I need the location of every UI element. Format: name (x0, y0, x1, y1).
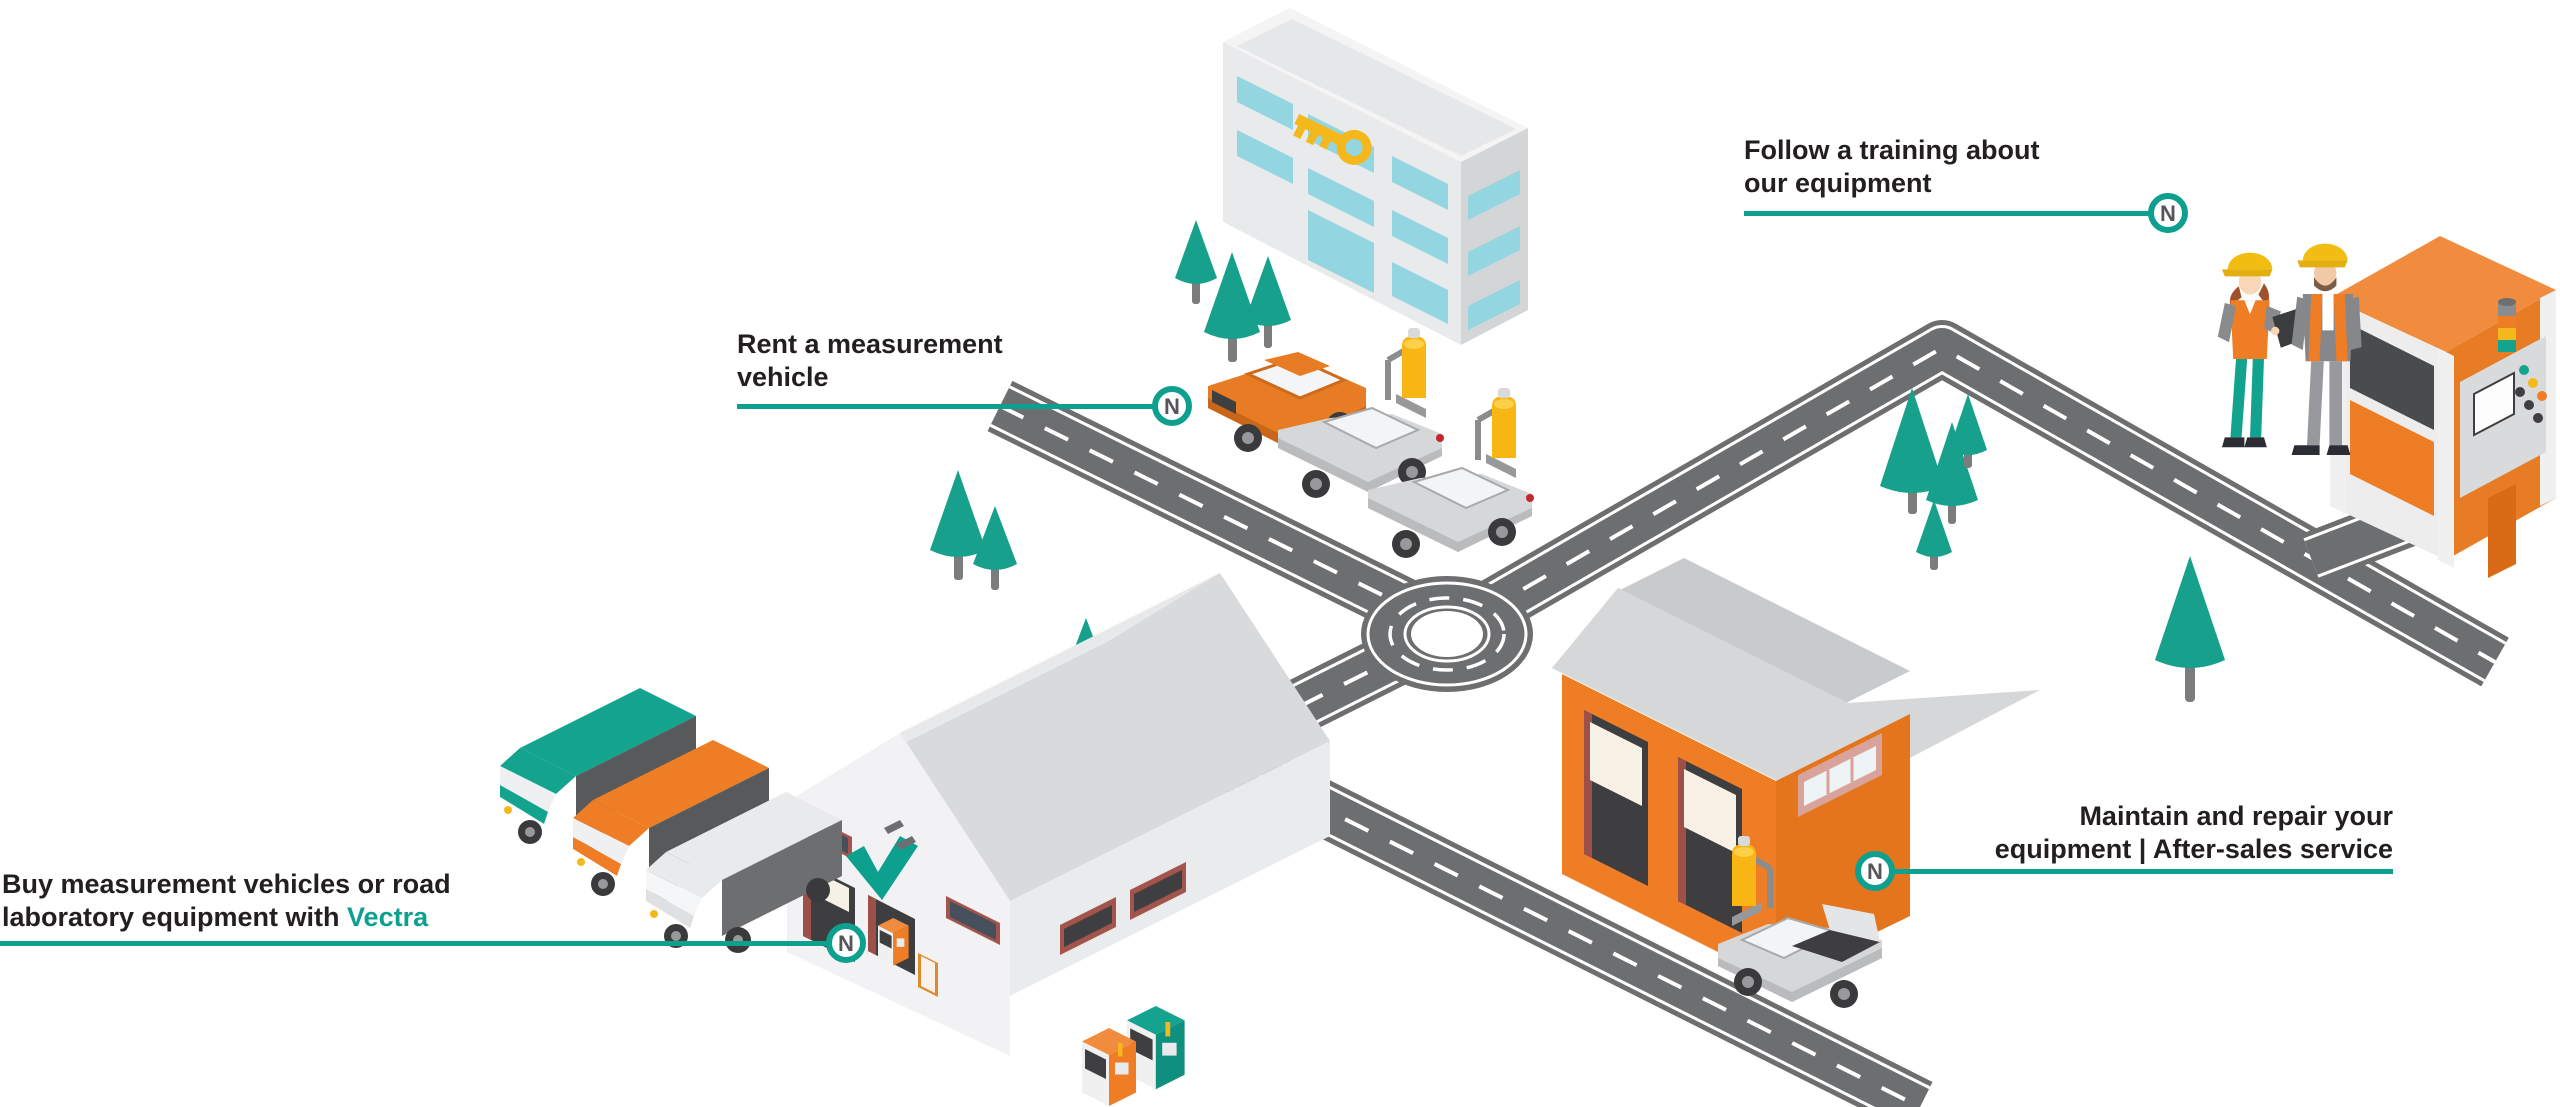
callout-training-line1: Follow a training about (1744, 135, 2040, 165)
callout-buy-line2: laboratory equipment with Vectra (2, 902, 429, 932)
measurement-mast (1385, 328, 1426, 418)
trees-north (930, 220, 1291, 590)
person-man (2291, 243, 2362, 455)
vectra-logo-icon (846, 820, 918, 900)
office-windows (1237, 76, 1520, 330)
roundabout (1361, 576, 1533, 692)
measurement-car-1 (1278, 328, 1444, 498)
rent-badge[interactable]: N (1152, 386, 1192, 426)
control-panel (2460, 336, 2547, 578)
signal-light-icon (2498, 298, 2516, 352)
lab-machine-orange-door (878, 918, 909, 966)
training-machine (2330, 236, 2556, 578)
callout-training-line2: our equipment (1744, 168, 1932, 198)
buy-badge[interactable]: N (826, 923, 866, 963)
measurement-mast (1475, 388, 1516, 478)
rent-badge-glyph: N (1164, 394, 1180, 419)
lab-machine-teal (1127, 1006, 1185, 1090)
measurement-mast (1732, 836, 1773, 926)
lab-machine-orange (1082, 1028, 1136, 1106)
callout-maintain[interactable]: Maintain and repair your equipment | Aft… (1995, 800, 2393, 866)
key-icon (1293, 113, 1372, 165)
person-woman (2217, 252, 2304, 448)
warehouse-window-grid (1060, 862, 1186, 955)
trainee-people (2217, 243, 2362, 455)
measurement-car-2 (1368, 388, 1534, 558)
vectra-warehouse-building (787, 573, 1330, 1056)
callout-rent-line1: Rent a measurement (737, 329, 1003, 359)
trees-east (1880, 388, 2225, 702)
training-underline (1744, 211, 2151, 216)
rent-underline (737, 404, 1155, 409)
road-northeast (1466, 320, 2509, 687)
buy-underline (0, 941, 829, 946)
repair-garage-building (1552, 558, 2040, 981)
callout-buy-line1: Buy measurement vehicles or road (2, 869, 451, 899)
callout-maintain-line2: equipment | After-sales service (1994, 834, 2393, 864)
garage-door-1 (1584, 710, 1648, 886)
rental-cars (1208, 328, 1534, 558)
callout-rent-line2: vehicle (737, 362, 829, 392)
callout-badges: N N N N (826, 193, 2188, 963)
callout-maintain-line1: Maintain and repair your (2079, 801, 2393, 831)
callout-rent-vehicle[interactable]: Rent a measurement vehicle (737, 328, 1003, 394)
callout-buy-vectra[interactable]: Buy measurement vehicles or road laborat… (2, 868, 451, 934)
road-lab-machines (878, 918, 1185, 1106)
maintain-badge[interactable]: N (1855, 851, 1895, 891)
rental-office-building (1223, 8, 1528, 345)
training-badge-glyph: N (2160, 201, 2176, 226)
vectra-brand-text: Vectra (347, 902, 429, 932)
callout-training[interactable]: Follow a training about our equipment (1744, 134, 2039, 200)
repair-car (1718, 836, 1882, 1008)
callout-connectors (0, 211, 2393, 946)
garage-door-2 (1678, 757, 1742, 933)
buy-badge-glyph: N (838, 931, 854, 956)
road-northwest (987, 380, 1458, 652)
training-badge[interactable]: N (2148, 193, 2188, 233)
maintain-underline (1892, 869, 2393, 874)
van-white (646, 792, 842, 953)
delivery-vans (500, 688, 842, 953)
maintain-badge-glyph: N (1867, 859, 1883, 884)
